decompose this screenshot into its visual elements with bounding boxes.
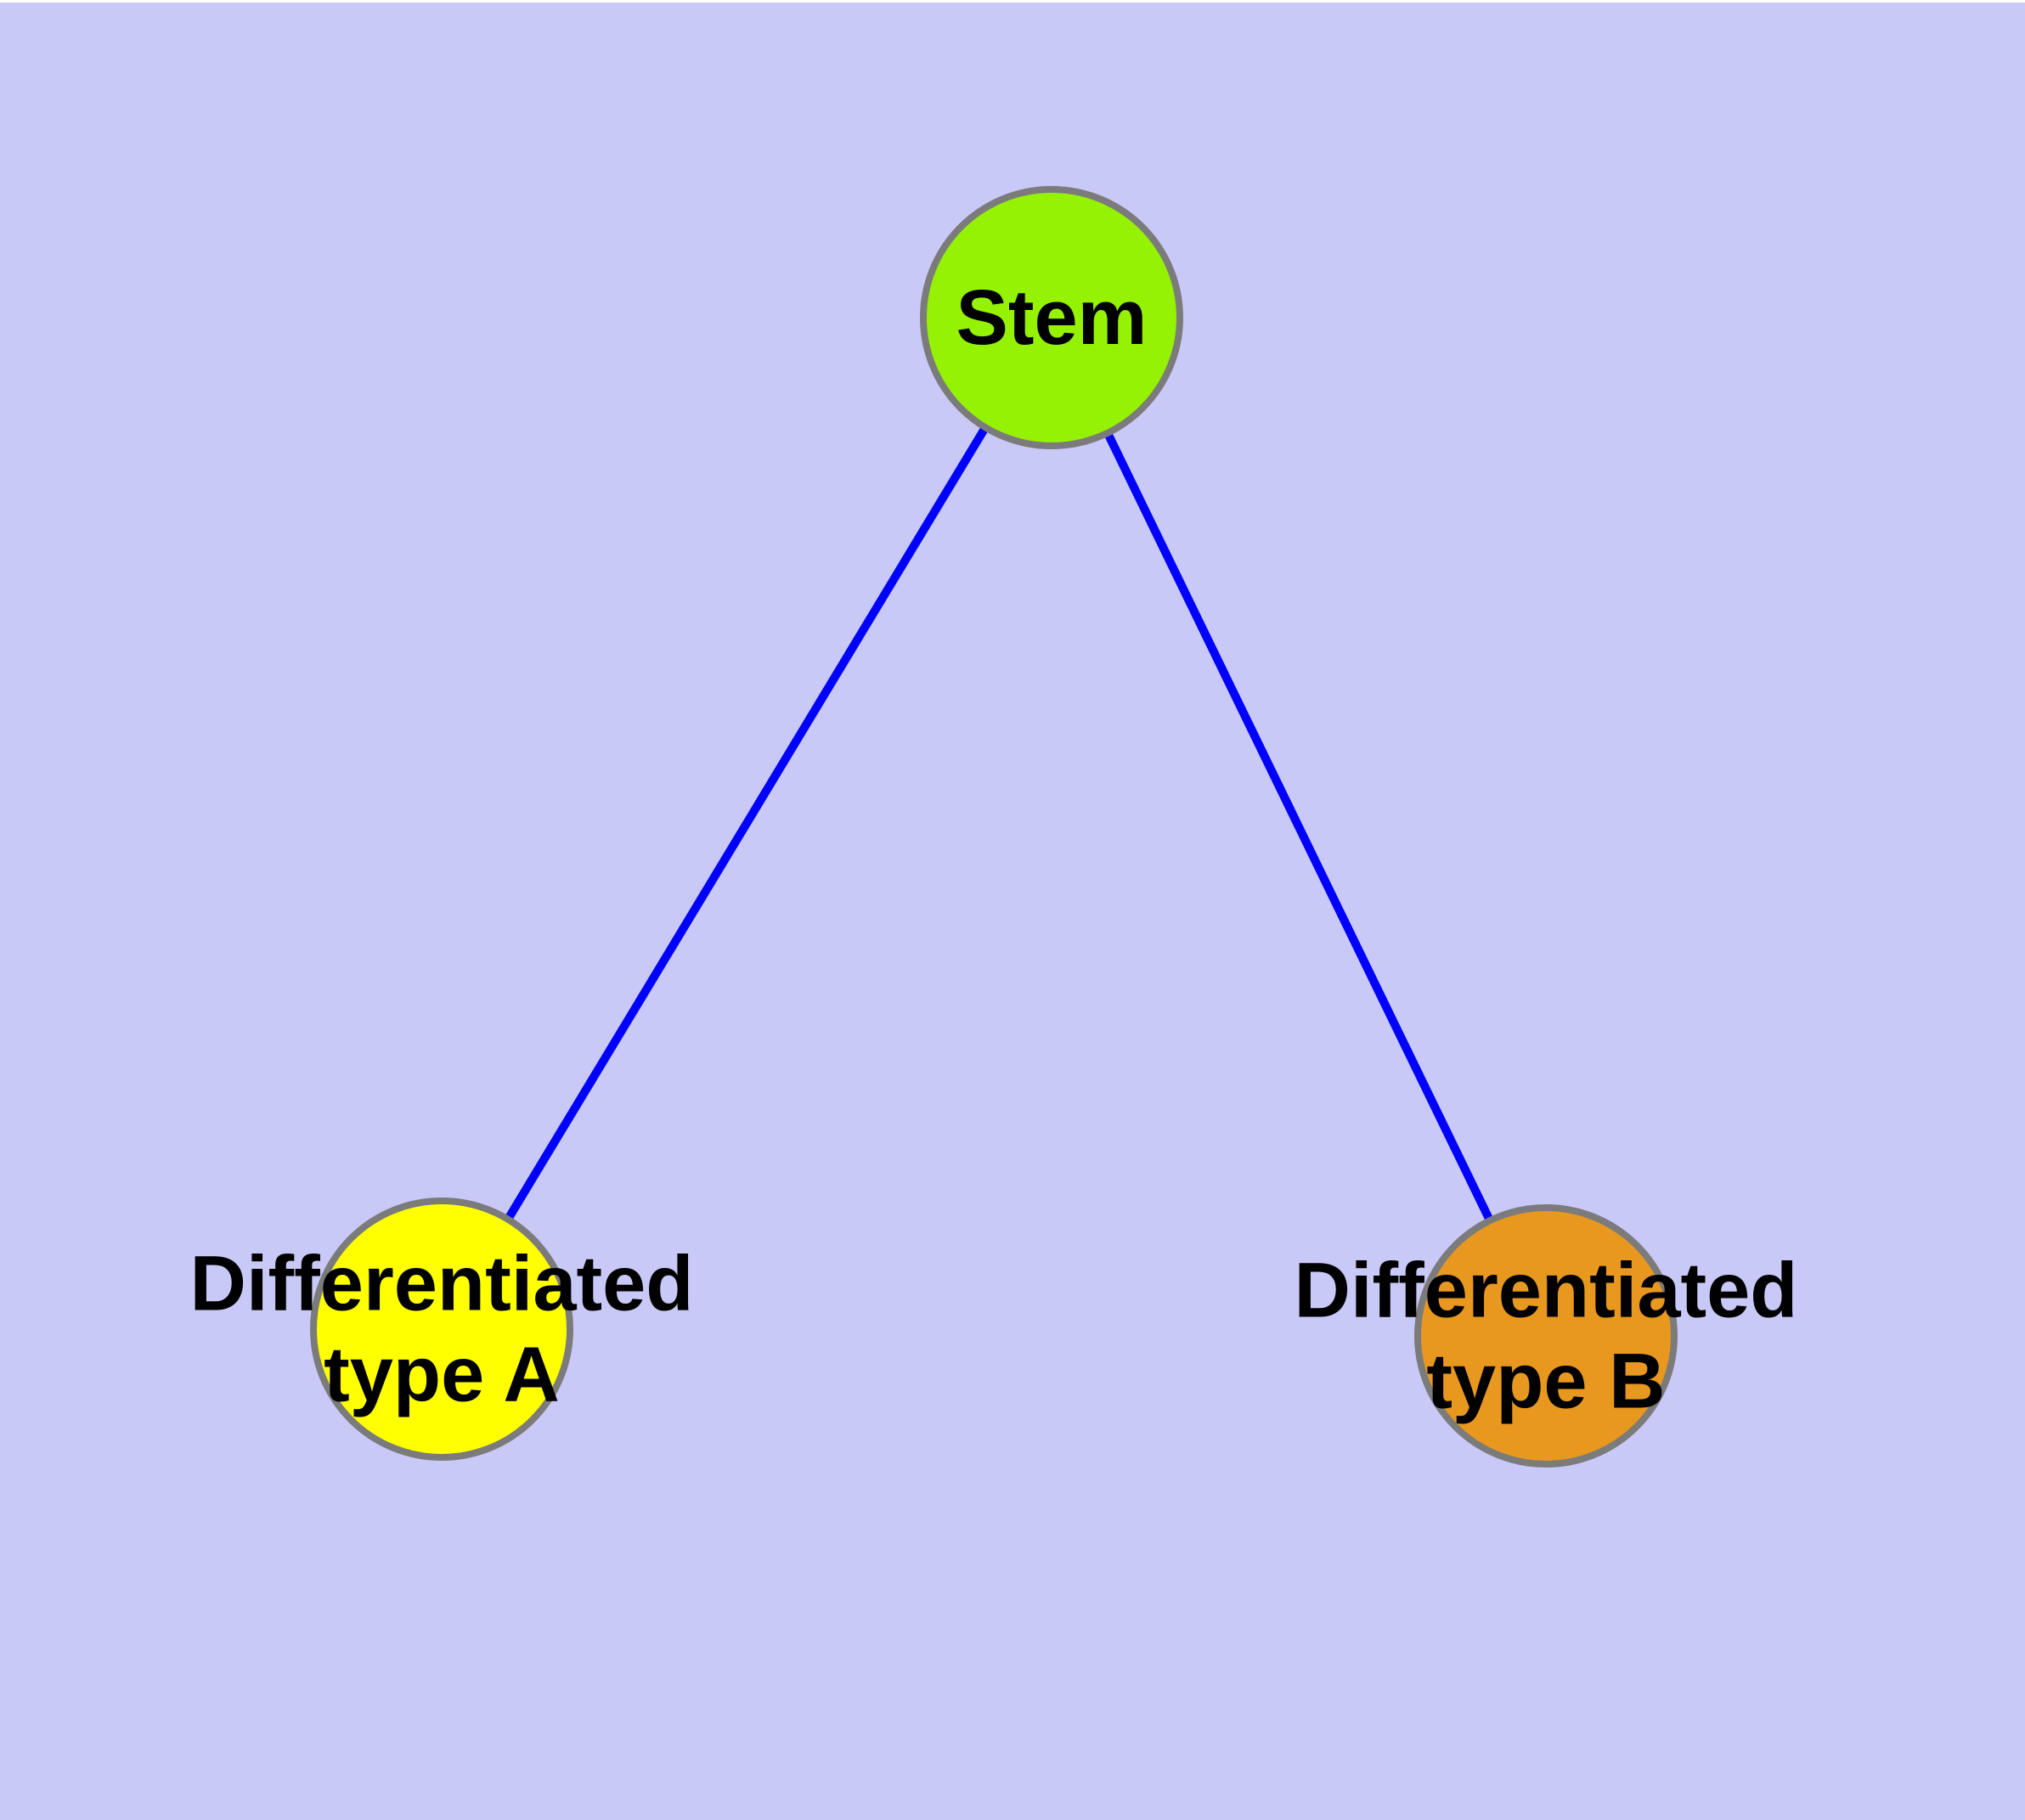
node-type-a-label-line-1: Differentiated — [190, 1241, 694, 1327]
node-labels: Stem Differentiated type A Differentiate… — [190, 274, 1798, 1425]
node-type-b-label-line-1: Differentiated — [1295, 1248, 1798, 1334]
edges — [437, 315, 1550, 1338]
node-stem-label: Stem — [956, 274, 1148, 361]
edge-stem-to-type-a — [437, 315, 1056, 1332]
node-type-b-label-line-2: type B — [1426, 1338, 1665, 1425]
node-differentiated-type-b — [1414, 1204, 1678, 1468]
node-differentiated-type-a — [310, 1197, 573, 1461]
edge-stem-to-type-b — [1047, 315, 1550, 1338]
nodes — [310, 186, 1678, 1468]
node-stem — [920, 186, 1183, 449]
node-type-a-label-line-2: type A — [324, 1332, 560, 1418]
window-top-edge — [0, 0, 2025, 3]
